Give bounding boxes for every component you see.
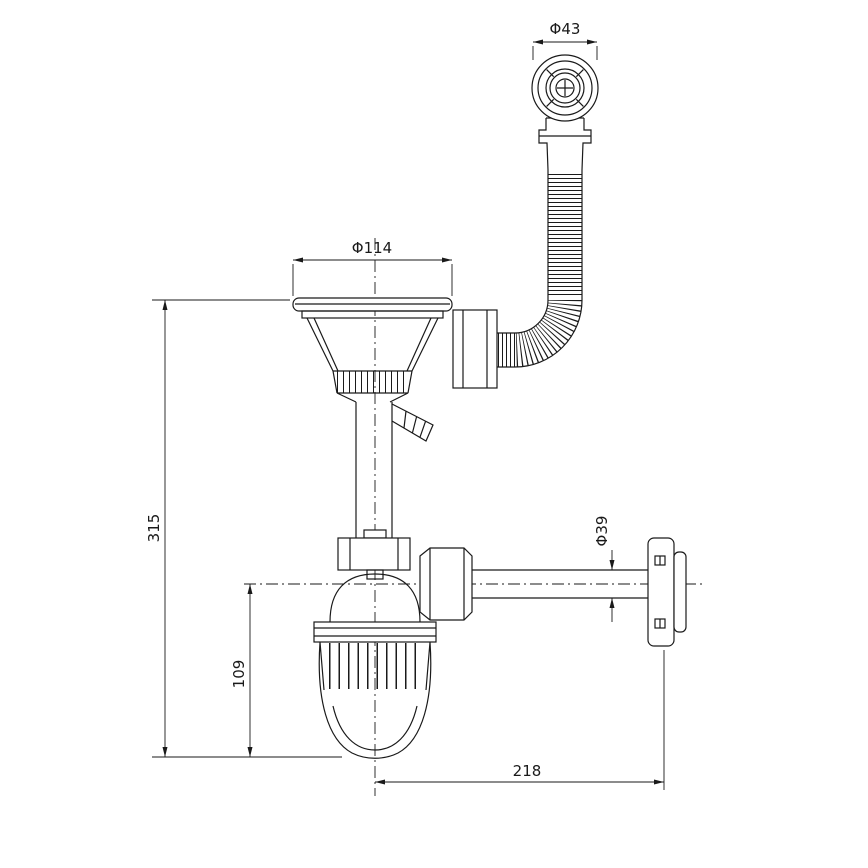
tail-pipe-walls [355,402,393,538]
side-spout [391,403,434,442]
arrowhead-down [609,560,615,570]
dim-label-strainer: Φ114 [352,239,392,257]
arrowhead-right [587,39,597,45]
dim-outlet-diameter: Φ39 [593,516,615,622]
dim-line [292,259,453,296]
dim-horizontal-span: 218 [375,650,665,790]
overflow-face-ring1 [537,60,593,116]
pipe-ring [363,529,387,539]
centerlines [244,238,704,796]
overflow-hose [495,170,583,368]
overflow-head [531,54,599,171]
dim-overflow-diameter: Φ43 [532,20,598,60]
arrowhead-right [442,257,452,263]
wall-flange-collar [673,551,687,633]
arrowhead-top [247,584,253,594]
dim-trap-depth: 109 [230,584,253,757]
arrowhead-right [654,779,664,785]
wall-flange [647,537,687,647]
arrowhead-top [162,300,168,310]
dim-label-outlet: Φ39 [593,516,611,547]
trap-flange [313,621,437,643]
arrowhead-left [375,779,385,785]
tail-pipe [337,402,411,580]
overflow-face-ring3 [549,72,581,104]
arrowhead-left [533,39,543,45]
hose-ribs-bend [514,299,582,367]
outlet-nut-facets [429,548,465,620]
outlet-pipe-walls [472,569,650,599]
strainer-band [301,310,444,319]
connector-nut-body [452,309,498,389]
side-spout-outline [391,403,434,442]
arrowhead-left [293,257,303,263]
trap-dome [329,573,421,623]
overflow-body [538,117,592,171]
overflow-screw-cross [557,80,573,96]
trap-top-nut-facets [349,538,399,570]
dim-label-overflow: Φ43 [550,20,581,38]
connector-nut-facets [462,310,488,388]
dim-label-height: 315 [145,514,163,543]
trap-top-nut [337,537,411,571]
dim-line [375,650,665,790]
dim-line [532,41,598,60]
outlet-pipe [419,537,687,647]
trap-flange-lines [314,627,436,637]
hose-outline [495,170,583,368]
dim-strainer-diameter: Φ114 [292,239,453,296]
trap-cup [318,641,432,759]
dim-label-trap-depth: 109 [230,660,248,689]
strainer-collar-outline [332,370,413,403]
arrowhead-up [609,598,615,608]
outlet-compression-nut [419,547,473,621]
overflow-face-spokes [546,69,584,107]
strainer-bowl [306,317,439,372]
arrowhead-bottom [247,747,253,757]
sink-strainer [292,297,453,403]
arrowhead-bottom [162,747,168,757]
bottle-trap [313,573,437,759]
dim-label-span: 218 [513,762,542,780]
overflow-face-ring2 [545,68,585,108]
dim-overall-height: 315 [145,299,342,758]
wall-flange-plate [647,537,675,647]
overflow-screw-boss [555,78,575,98]
overflow-connector-nut [452,309,498,389]
dim-line [152,299,342,758]
